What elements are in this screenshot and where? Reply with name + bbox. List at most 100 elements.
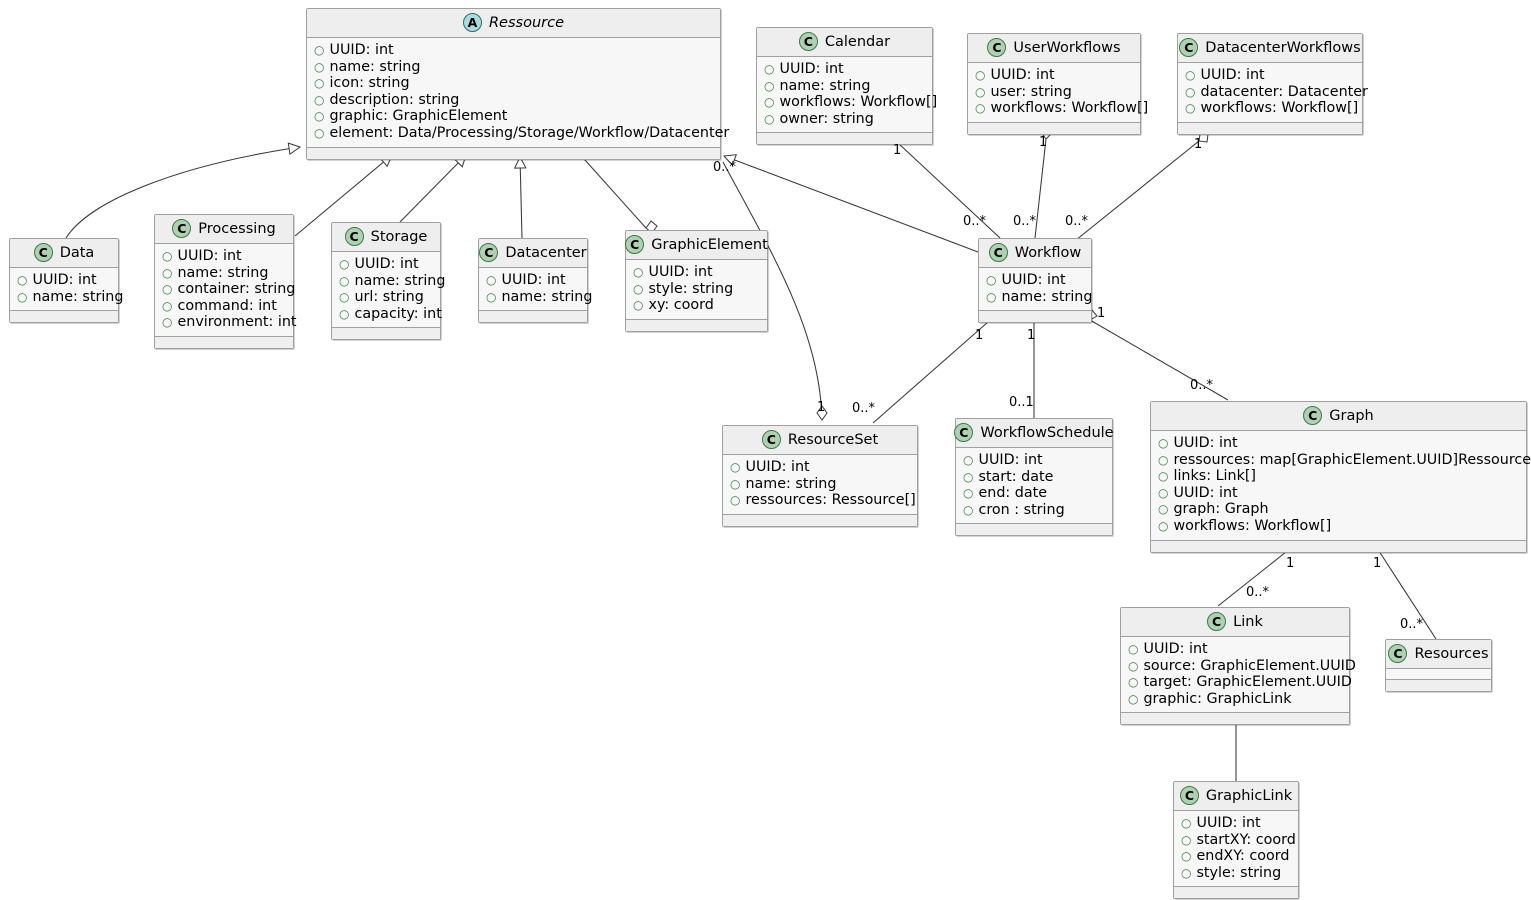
attribute-row: ○name: string [486,289,592,306]
visibility-public-icon: ○ [314,92,325,107]
class-badge-icon: C [988,243,1008,262]
class-attributes-processing: ○UUID: int○name: string○container: strin… [155,244,297,337]
attribute-text: target: GraphicElement.UUID [1143,674,1352,691]
attribute-text: end: date [978,485,1048,502]
attribute-row: ○element: Data/Processing/Storage/Workfl… [314,125,729,142]
visibility-public-icon: ○ [975,84,986,99]
attribute-row: ○container: string [162,281,295,298]
class-title-graph: Graph [1329,407,1374,424]
class-methods-calendar [757,133,932,145]
attribute-text: workflows: Workflow[] [1200,100,1359,117]
attribute-text: container: string [177,281,296,298]
attribute-row: ○name: string [730,476,909,493]
edge-datacenterworkflows-workflow [1075,140,1200,241]
attribute-row: ○name: string [17,289,123,306]
class-methods-graph [1151,540,1526,552]
attribute-row: ○ capacity: int [339,306,442,323]
attribute-row: ○UUID: int [1128,641,1341,658]
attribute-row: ○ressources: Ressource[] [730,492,916,509]
attribute-row: ○UUID: int [486,272,579,289]
visibility-public-icon: ○ [963,469,974,484]
m-calendar-workflow: 1 [893,143,902,158]
attribute-row: ○cron : string [963,502,1104,519]
class-title-graphicelement: GraphicElement [651,236,768,253]
attribute-row: ○graphic: GraphicLink [1128,691,1341,708]
visibility-public-icon: ○ [1158,469,1169,484]
attribute-text: name: string [779,77,871,94]
attribute-text: graphic: GraphicLink [1143,690,1292,707]
m-graph-link: 1 [1286,556,1295,571]
visibility-public-icon: ○ [986,289,997,304]
visibility-public-icon: ○ [1181,865,1192,880]
visibility-public-icon: ○ [314,109,325,124]
m-resourceset-ressource: 1 [817,400,826,415]
class-badge-icon: C [172,219,192,238]
class-badge-icon: C [625,235,645,254]
attribute-text: element: Data/Processing/Storage/Workflo… [329,124,730,141]
attribute-text: workflows: Workflow[] [1173,517,1332,534]
class-title-storage: Storage [370,228,428,245]
class-methods-storage [332,328,440,340]
class-badge-icon: C [798,32,818,51]
attribute-text: name: string [1001,288,1093,305]
class-badge-icon: C [1207,612,1227,631]
edge-graph-link [1217,547,1292,607]
visibility-public-icon: ○ [486,289,497,304]
attribute-text: cron : string [978,501,1065,518]
visibility-public-icon: ○ [1185,84,1196,99]
visibility-public-icon: ○ [1181,832,1192,847]
attribute-text: startXY: coord [1196,831,1296,848]
attribute-row: ○command: int [162,298,285,315]
attribute-text: capacity: int [354,305,442,322]
m-link-graph: 0..* [1246,585,1270,600]
attribute-row: ○workflows: Workflow[] [764,94,937,111]
class-badge-icon: C [1179,38,1199,57]
visibility-public-icon: ○ [162,298,173,313]
class-title-resources: Resources [1414,645,1489,662]
attribute-row: ○UUID: int [963,452,1104,469]
attribute-row: ○user: string [975,84,1132,101]
class-badge-icon: C [1179,786,1199,805]
m-userworkflows-workflow: 1 [1039,135,1048,150]
attribute-text: start: date [978,468,1054,485]
visibility-public-icon: ○ [633,298,644,313]
visibility-public-icon: ○ [339,306,350,321]
attribute-row: ○UUID: int [975,67,1132,84]
attribute-text: UUID: int [1001,272,1066,288]
attribute-text: graphic: GraphicElement [329,108,508,125]
attribute-text: source: GraphicElement.UUID [1143,657,1356,674]
visibility-public-icon: ○ [17,273,28,287]
m-resourceset-workflow: 0..* [852,401,876,416]
class-header-graphicelement: C GraphicElement [625,231,768,260]
visibility-public-icon: ○ [986,273,997,287]
edge-ressource-resourceset [722,161,823,421]
m-ressource-resourceset: 0..* [713,160,737,175]
attribute-text: icon: string [329,75,410,92]
visibility-public-icon: ○ [730,476,741,491]
